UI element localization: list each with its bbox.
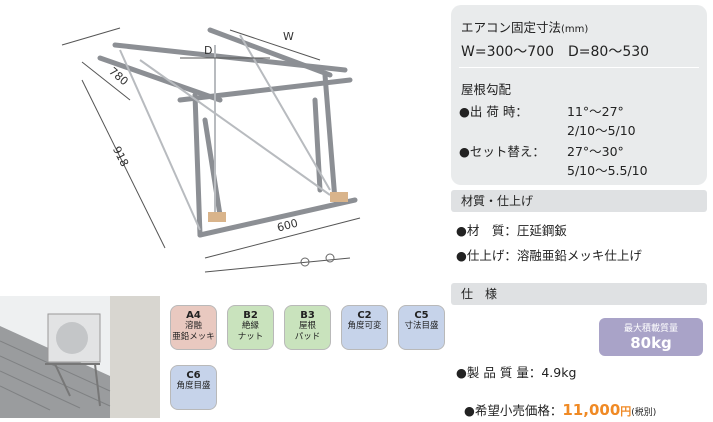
fix-unit: (mm) xyxy=(561,24,589,35)
ship-ratio: 2/10～5/10 xyxy=(567,123,636,138)
badge-b3: B3 屋根 パッド xyxy=(284,305,331,350)
max-load-value: 80kg xyxy=(630,334,672,352)
badge-code: B2 xyxy=(243,310,258,321)
badge-line1: 角度可変 xyxy=(347,321,382,331)
ship-label: ●出 荷 時： xyxy=(459,104,528,119)
badge-line1: 溶融 xyxy=(184,321,202,331)
specs-heading: 仕 様 xyxy=(451,283,707,305)
stand-illustration xyxy=(61,27,361,273)
material-heading: 材質・仕上げ xyxy=(451,190,707,212)
set-degrees: 27°～30° xyxy=(567,144,624,159)
badge-code: C2 xyxy=(357,310,372,321)
spec-divider xyxy=(459,67,699,68)
badge-code: A4 xyxy=(186,310,201,321)
badge-c5: C5 寸法目盛 xyxy=(398,305,445,350)
badge-line2: ナット xyxy=(237,332,264,342)
product-weight: ●製 品 質 量：4.9kg xyxy=(456,365,577,380)
set-ratio: 5/10～5.5/10 xyxy=(567,163,648,178)
badge-line1: 屋根 xyxy=(298,321,316,331)
fixing-spec-box: エアコン固定寸法(mm) W=300～700 D=80～530 屋根勾配 ●出 … xyxy=(451,5,707,185)
installation-photo xyxy=(0,296,160,418)
badge-line1: 絶縁 xyxy=(241,321,259,331)
ship-degrees: 11°～27° xyxy=(567,104,624,119)
fix-heading: エアコン固定寸法(mm) xyxy=(461,17,588,36)
price-row: ●希望小売価格：11,000円(税別) xyxy=(456,385,656,419)
dim-d-label: D xyxy=(204,44,213,57)
badge-code: C5 xyxy=(414,310,429,321)
price-note: (税別) xyxy=(631,408,657,418)
price-value: 11,000 xyxy=(562,401,621,419)
dim-w-label: W xyxy=(283,30,294,43)
finish-line: ●仕上げ：溶融亜鉛メッキ仕上げ xyxy=(456,248,642,263)
price-unit: 円 xyxy=(620,405,632,418)
badge-code: C6 xyxy=(186,370,201,381)
badge-b2: B2 絶縁 ナット xyxy=(227,305,274,350)
set-label: ●セット替え： xyxy=(459,144,545,159)
fix-title: エアコン固定寸法 xyxy=(461,20,562,35)
max-load-caption: 最大積載質量 xyxy=(623,324,678,334)
badge-code: B3 xyxy=(300,310,315,321)
badge-c6: C6 角度目盛 xyxy=(170,365,217,410)
badge-a4: A4 溶融 亜鉛メッキ xyxy=(170,305,217,350)
badge-line1: 寸法目盛 xyxy=(404,321,439,331)
price-label: ●希望小売価格： xyxy=(463,403,563,418)
badge-line2: パッド xyxy=(294,332,321,342)
badge-line1: 角度目盛 xyxy=(176,381,211,391)
fix-values: W=300～700 D=80～530 xyxy=(461,44,650,60)
slope-title: 屋根勾配 xyxy=(461,82,512,97)
roof-scene-illustration xyxy=(0,296,160,418)
badge-c2: C2 角度可変 xyxy=(341,305,388,350)
badge-line2: 亜鉛メッキ xyxy=(172,332,215,342)
product-diagram: D W 780 918 600 xyxy=(0,0,446,283)
material-line: ●材 質：圧延鋼鈑 xyxy=(456,223,567,238)
max-load-box: 最大積載質量 80kg xyxy=(599,318,703,356)
